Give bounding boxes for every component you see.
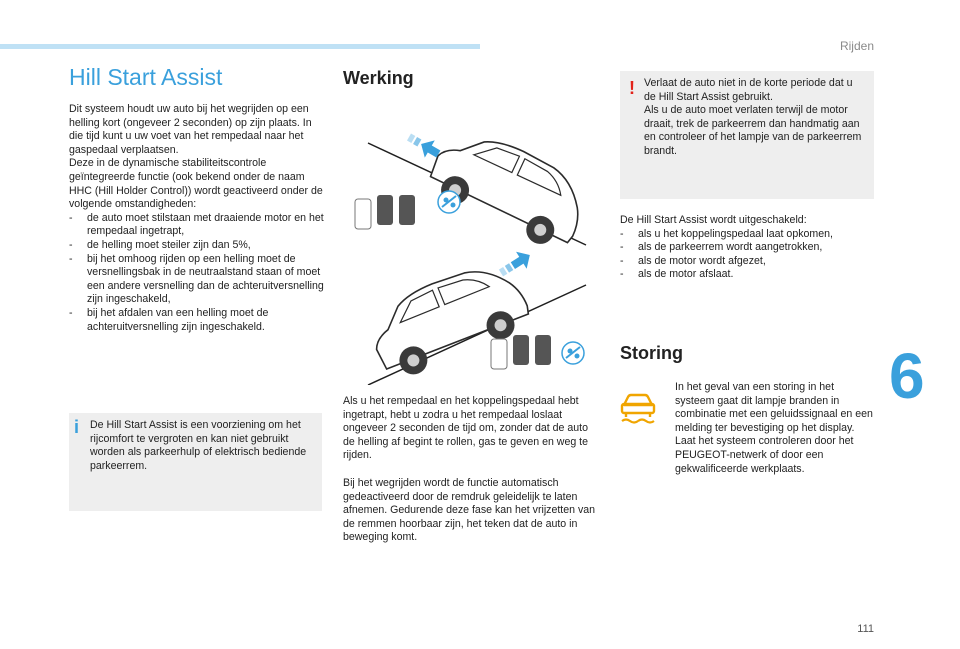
top-accent-bar	[0, 44, 480, 49]
left-column: Dit systeem houdt uw auto bij het wegrij…	[69, 103, 324, 334]
condition-item: de helling moet steiler zijn dan 5%,	[69, 239, 324, 253]
page-title: Hill Start Assist	[69, 64, 223, 90]
warning-text-2: Als u de auto moet verlaten terwijl de m…	[644, 104, 862, 157]
warning-icon: !	[629, 78, 635, 98]
warning-box: ! Verlaat de auto niet in de korte perio…	[620, 71, 874, 199]
hill-assist-icon	[437, 190, 461, 214]
deactivation-item: als de motor wordt afgezet,	[620, 255, 875, 269]
pedals-icon	[490, 335, 551, 370]
arrow-forward-icon	[498, 251, 530, 277]
hill-assist-icon	[561, 341, 585, 365]
deactivation-item: als de motor afslaat.	[620, 268, 875, 282]
fault-text: In het geval van een storing in het syst…	[675, 381, 873, 475]
page-number: 111	[857, 623, 874, 635]
info-text: De Hill Start Assist is een voorziening …	[90, 419, 307, 472]
operation-paragraph-1: Als u het rempedaal en het koppelingsped…	[343, 395, 589, 462]
section-heading-werking: Werking	[343, 68, 414, 88]
fault-text-block: In het geval van een storing in het syst…	[675, 381, 875, 476]
intro-paragraph: Dit systeem houdt uw auto bij het wegrij…	[69, 103, 312, 156]
warning-text-1: Verlaat de auto niet in de korte periode…	[644, 77, 853, 103]
deactivation-item: als de parkeerrem wordt aangetrokken,	[620, 241, 875, 255]
middle-column-text: Als u het rempedaal en het koppelingsped…	[343, 395, 598, 545]
deactivation-intro: De Hill Start Assist wordt uitgeschakeld…	[620, 214, 807, 226]
deactivation-section: De Hill Start Assist wordt uitgeschakeld…	[620, 214, 875, 282]
section-heading-storing: Storing	[620, 343, 683, 363]
condition-item: de auto moet stilstaan met draaiende mot…	[69, 212, 324, 239]
car-lower	[375, 271, 530, 375]
activation-conditions: de auto moet stilstaan met draaiende mot…	[69, 212, 324, 334]
arrow-back-icon	[407, 133, 441, 158]
car-upper	[429, 141, 579, 244]
chapter-number: 6	[889, 340, 925, 412]
condition-item: bij het omhoog rijden op een helling moe…	[69, 253, 324, 307]
section-label: Rijden	[839, 39, 874, 53]
activation-intro: Deze in de dynamische stabiliteitscontro…	[69, 157, 323, 211]
condition-item: bij het afdalen van een helling moet de …	[69, 307, 324, 334]
info-icon: i	[74, 417, 80, 437]
deactivation-list: als u het koppelingspedaal laat opkomen,…	[620, 228, 875, 282]
car-skid-warning-icon	[620, 393, 656, 424]
pedals-icon	[354, 195, 415, 230]
deactivation-item: als u het koppelingspedaal laat opkomen,	[620, 228, 875, 242]
operation-paragraph-2: Bij het wegrijden wordt de functie autom…	[343, 476, 596, 544]
info-box: i De Hill Start Assist is een voorzienin…	[69, 413, 322, 511]
hill-start-illustration	[354, 133, 587, 385]
